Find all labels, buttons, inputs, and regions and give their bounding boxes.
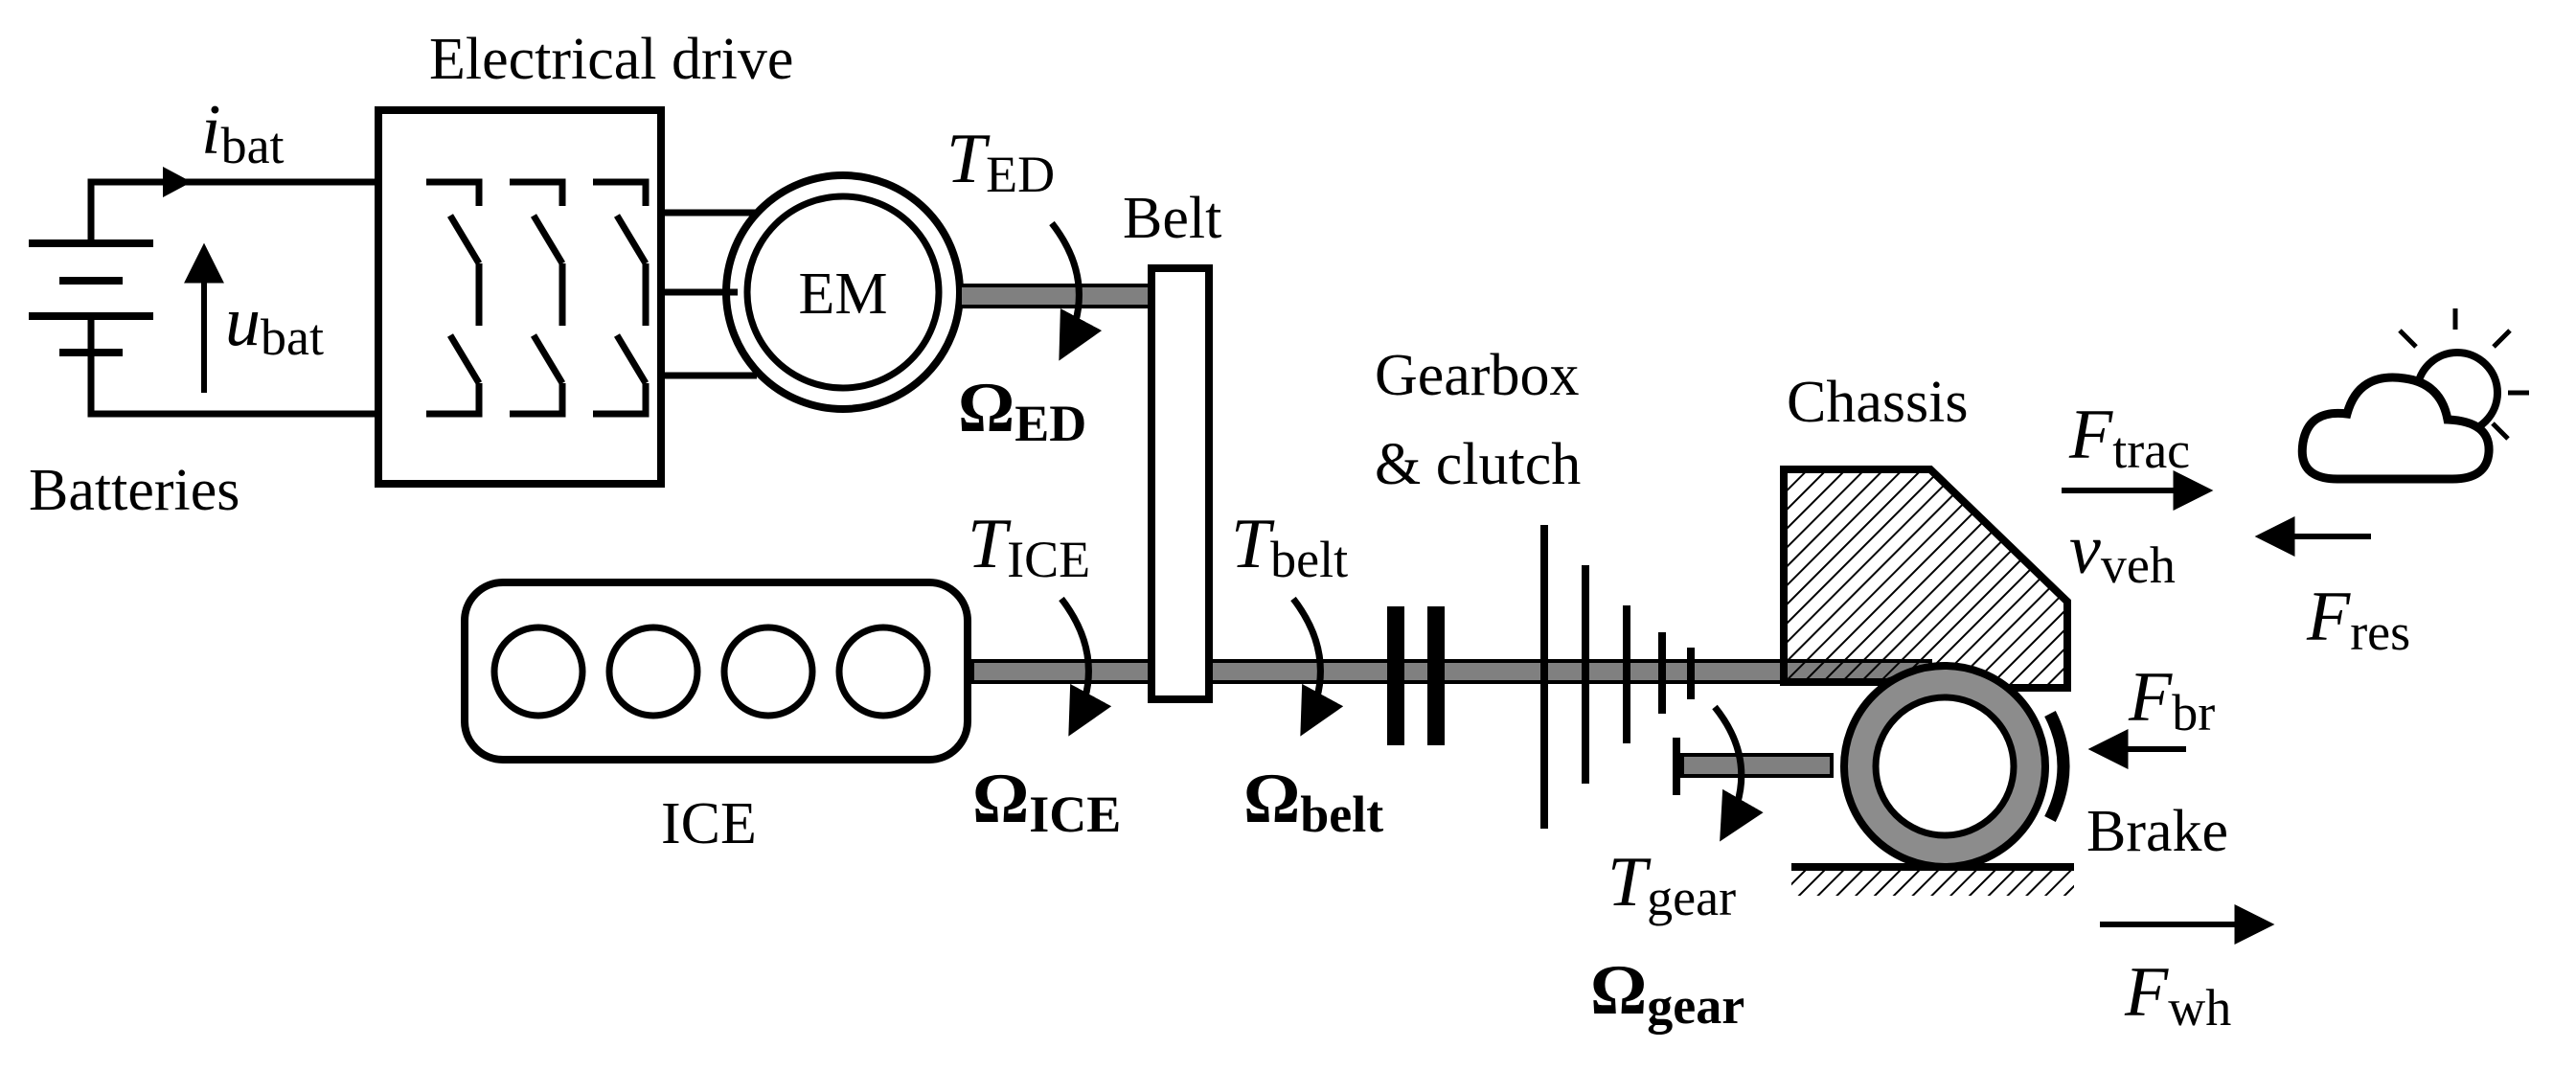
f-res-symbol: Fres [2306, 578, 2410, 661]
inverter-switches [426, 178, 650, 418]
road [1791, 863, 2074, 896]
f-wh-symbol: Fwh [2124, 953, 2231, 1037]
current-arrow-icon [163, 167, 192, 197]
clutch [1387, 606, 1445, 745]
gearbox [1540, 525, 1695, 829]
rotation-arrows [1049, 220, 1764, 842]
v-veh-symbol: vveh [2069, 511, 2176, 594]
chassis [1780, 466, 2071, 692]
brake-pad [2044, 711, 2070, 822]
rotation-arrow-gear-icon [1712, 704, 1764, 842]
t-ed-symbol: TED [946, 120, 1055, 203]
omega-ice-symbol: ΩICE [972, 760, 1121, 843]
rotation-arrow-ice-icon [1059, 596, 1112, 737]
brake-label: Brake [2086, 799, 2228, 864]
omega-ed-symbol: ΩED [958, 369, 1086, 452]
t-gear-symbol: Tgear [1607, 843, 1736, 926]
t-ice-symbol: TICE [968, 505, 1090, 588]
internal-combustion-engine [461, 579, 971, 763]
belt-label: Belt [1123, 186, 1221, 251]
battery-circuit [29, 167, 378, 418]
wheel [1840, 662, 2049, 871]
rotation-arrow-ed-icon [1049, 220, 1103, 361]
batteries-label: Batteries [29, 458, 239, 523]
cloud-sun-icon [2297, 308, 2529, 484]
gearbox-label: Gearbox [1375, 343, 1579, 408]
ice-label: ICE [661, 791, 757, 856]
rotation-arrow-belt-icon [1290, 596, 1344, 737]
electrical-drive-label: Electrical drive [429, 27, 793, 92]
force-arrows [2062, 470, 2371, 945]
f-br-symbol: Fbr [2128, 658, 2215, 741]
f-trac-symbol: Ftrac [2068, 396, 2190, 479]
belt-pulley [1148, 264, 1213, 703]
chassis-label: Chassis [1787, 370, 1968, 435]
t-belt-symbol: Tbelt [1231, 505, 1348, 588]
electrical-drive [375, 106, 757, 488]
em-label: EM [799, 262, 888, 327]
u-bat-symbol: ubat [225, 283, 324, 366]
omega-gear-symbol: Ωgear [1590, 951, 1744, 1035]
clutch-label: & clutch [1375, 432, 1581, 497]
i-bat-symbol: ibat [201, 91, 285, 174]
omega-belt-symbol: Ωbelt [1243, 760, 1383, 843]
